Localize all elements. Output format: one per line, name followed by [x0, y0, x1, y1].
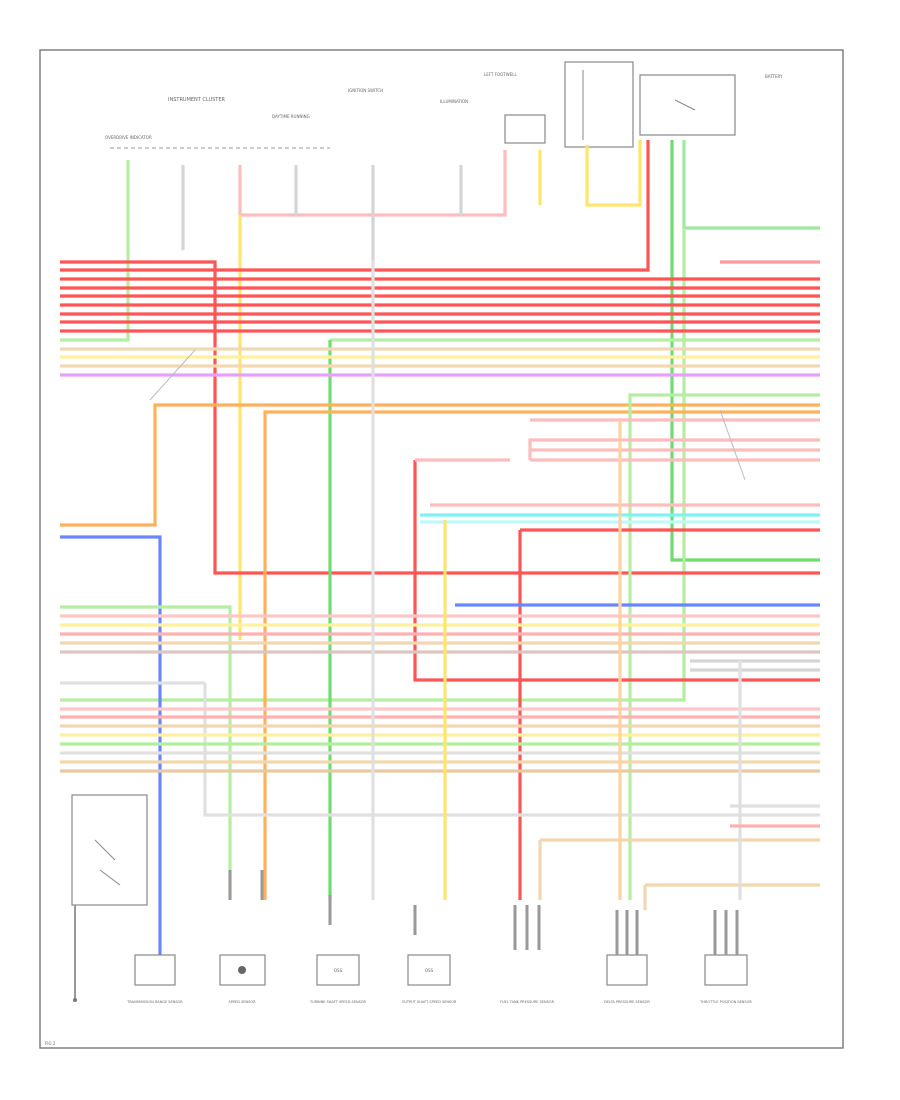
guide-line-1	[149, 349, 196, 401]
component-c1: TRANSMISSION RANGE SENSOR	[126, 954, 183, 1004]
wire-h-lgreen-l1	[60, 605, 232, 900]
wire-h-red-1	[60, 260, 820, 575]
range-switch-1	[94, 839, 116, 861]
wire-gray-drop	[203, 683, 820, 817]
component-c2: SPEED SENSOR	[219, 954, 266, 1004]
header-battery: BATTERY	[765, 74, 783, 79]
wire-v-lightgreen-1	[60, 160, 130, 342]
wire-v-green-top2	[682, 140, 820, 230]
header-illumination: ILLUMINATION	[440, 99, 468, 104]
power-relay-box	[639, 74, 736, 136]
wire-v-yellow-3	[585, 140, 642, 207]
ground-symbol	[73, 998, 77, 1002]
fuse-box	[564, 61, 634, 148]
component-c5: FUEL TANK PRESSURE SENSOR	[500, 905, 555, 1004]
footwell-module-box	[504, 114, 546, 144]
header-ignition-switch: IGNITION SWITCH	[348, 88, 383, 93]
wire-red-loop	[413, 460, 820, 682]
wire-orange-drop	[263, 410, 820, 900]
svg-text:SPEED SENSOR: SPEED SENSOR	[228, 1000, 256, 1004]
svg-text:TRANSMISSION RANGE SENSOR: TRANSMISSION RANGE SENSOR	[126, 1000, 183, 1004]
diagram-frame	[39, 49, 844, 1049]
header-overdrive-indicator: OVERDRIVE INDICATOR	[105, 135, 152, 140]
wire-v-red-top	[215, 140, 650, 272]
header-left-footwell: LEFT FOOTWELL	[484, 72, 517, 77]
relay-switch	[674, 99, 696, 111]
wire-green-r2	[628, 393, 820, 900]
svg-text:FUEL TANK PRESSURE SENSOR: FUEL TANK PRESSURE SENSOR	[500, 1000, 555, 1004]
component-c4: OSS OUTPUT SHAFT SPEED SENSOR	[402, 954, 457, 1004]
wire-blue-main	[60, 535, 162, 955]
guide-line-2	[719, 409, 746, 481]
svg-text:OSS: OSS	[334, 968, 343, 973]
wire-v-lightgreen-top3	[60, 228, 686, 702]
component-c6: DELTA PRESSURE SENSOR	[604, 910, 650, 1004]
svg-text:THROTTLE POSITION SENSOR: THROTTLE POSITION SENSOR	[699, 1000, 752, 1004]
header-daytime-running: DAYTIME RUNNING	[272, 114, 310, 119]
wire-pink-r3	[528, 438, 820, 460]
svg-text:DELTA PRESSURE SENSOR: DELTA PRESSURE SENSOR	[604, 1000, 650, 1004]
range-sensor-schematic	[71, 794, 148, 906]
component-c3: OSS TURBINE SHAFT SPEED SENSOR	[309, 954, 367, 1004]
svg-text:OUTPUT SHAFT SPEED SENSOR: OUTPUT SHAFT SPEED SENSOR	[402, 1000, 457, 1004]
component-c7: THROTTLE POSITION SENSOR	[699, 910, 752, 1004]
range-switch-2	[99, 869, 121, 886]
wire-orange-main	[60, 403, 820, 527]
svg-text:TURBINE SHAFT SPEED SENSOR: TURBINE SHAFT SPEED SENSOR	[309, 1000, 367, 1004]
fig-number: FIG 2	[45, 1041, 56, 1046]
header-instrument-cluster: INSTRUMENT CLUSTER	[168, 97, 226, 103]
svg-text:OSS: OSS	[425, 968, 434, 973]
